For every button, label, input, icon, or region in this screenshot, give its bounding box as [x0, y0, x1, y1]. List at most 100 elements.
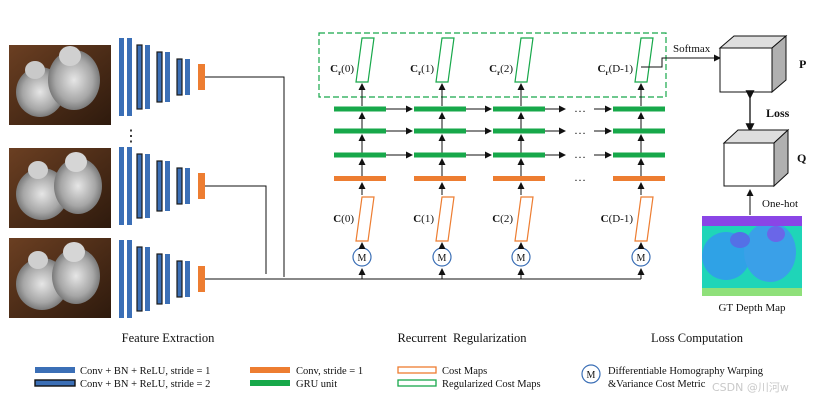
homography-symbol: M — [438, 253, 447, 264]
conv-layer-bar — [127, 38, 132, 116]
legend-homography-symbol: M — [587, 370, 596, 381]
conv-layer-bar — [185, 261, 190, 297]
feature-output-conv — [198, 173, 205, 199]
loss-label: Loss — [766, 106, 790, 120]
conv-unit — [414, 176, 466, 181]
horizontal-ellipsis: … — [574, 101, 586, 115]
feature-net-3 — [119, 240, 205, 318]
conv-layer-bar — [176, 260, 183, 298]
legend-conv-stride1: Conv, stride = 1 — [296, 366, 363, 377]
regularized-cost-label: Cr(0) — [330, 63, 354, 77]
conv-layer-bar — [165, 52, 170, 102]
conv-layer-bar — [176, 58, 183, 96]
conv-unit — [493, 176, 545, 181]
cost-map-label: C(D-1) — [601, 213, 634, 225]
cost-map — [514, 196, 534, 242]
softmax-arrow — [641, 54, 721, 68]
input-image-2 — [9, 148, 111, 228]
conv-layer-bar — [176, 167, 183, 205]
conv-unit — [334, 176, 386, 181]
section-loss-computation: Loss Computation — [651, 331, 744, 345]
conv-layer-bar — [145, 45, 150, 109]
feature-net-2 — [119, 147, 205, 225]
conv-layer-bar — [185, 168, 190, 204]
conv-layer-bar — [136, 246, 143, 312]
legend-homography-icon — [581, 364, 601, 384]
gru-unit — [613, 106, 665, 112]
section-feature-extraction: Feature Extraction — [122, 331, 215, 345]
cost-map-label: C(0) — [333, 213, 354, 225]
gru-unit — [414, 128, 466, 134]
input-image-1 — [9, 45, 111, 125]
gru-unit — [334, 106, 386, 112]
legend: Conv + BN + ReLU, stride = 1 Conv + BN +… — [34, 364, 764, 390]
q-label: Q — [797, 151, 806, 165]
legend-gru-unit: GRU unit — [296, 379, 337, 390]
conv-layer-bar — [165, 161, 170, 211]
legend-swatch-cost-maps — [397, 366, 437, 374]
column-0: M C(0) Cr(0) — [330, 37, 386, 279]
regularized-cost-box — [318, 32, 667, 98]
column-2: MC(2)Cr(2) — [489, 37, 545, 279]
cost-map — [355, 196, 375, 242]
legend-swatch-orange — [250, 367, 290, 373]
conv-layer-bar — [119, 240, 124, 318]
legend-regularized-cost-maps: Regularized Cost Maps — [442, 379, 541, 390]
regularized-cost-label: Cr(D-1) — [598, 63, 634, 77]
conv-unit — [613, 176, 665, 181]
conv-layer-bar — [156, 160, 163, 212]
legend-cost-maps: Cost Maps — [442, 366, 487, 377]
conv-layer-bar — [145, 247, 150, 311]
conv-layer-bar — [127, 240, 132, 318]
legend-swatch-blue — [35, 367, 75, 373]
p-label: P — [799, 57, 806, 71]
onehot-label: One-hot — [762, 198, 798, 210]
legend-conv-bn-relu-1: Conv + BN + ReLU, stride = 1 — [80, 366, 210, 377]
gru-unit — [613, 128, 665, 134]
conv-layer-bar — [156, 253, 163, 305]
conv-layer-bar — [156, 51, 163, 103]
homography-symbol: M — [358, 253, 367, 264]
legend-swatch-blue-outlined — [34, 379, 76, 387]
gru-unit — [613, 152, 665, 158]
legend-swatch-green — [250, 380, 290, 386]
gru-unit — [493, 128, 545, 134]
conv-layer-bar — [136, 153, 143, 219]
conv-layer-bar — [127, 147, 132, 225]
feature-connectors — [205, 76, 641, 280]
legend-dhw-line2: &Variance Cost Metric — [608, 379, 706, 390]
regularized-cost-label: Cr(1) — [410, 63, 434, 77]
homography-symbol: M — [637, 253, 646, 264]
section-recurrent-regularization: Recurrent Regularization — [397, 331, 527, 345]
conv-layer-bar — [136, 44, 143, 110]
regularization-columns: MC(0)Cr(0)MC(1)Cr(1)MC(2)Cr(2)MC(D-1)Cr(… — [330, 37, 665, 279]
horizontal-ellipsis: … — [574, 123, 586, 137]
column-3: M C(D-1) Cr(D-1) — [598, 37, 665, 279]
column-1: M C(1) Cr(1) — [410, 37, 466, 279]
gru-unit — [493, 152, 545, 158]
legend-dhw-line1: Differentiable Homography Warping — [608, 366, 764, 377]
homography-symbol: M — [517, 253, 526, 264]
gru-unit — [493, 106, 545, 112]
vertical-ellipsis: ⋮ — [123, 128, 139, 145]
regularized-cost-map — [634, 37, 654, 83]
horizontal-ellipsis: … — [574, 147, 586, 161]
regularized-cost-map — [355, 37, 375, 83]
cost-map-label: C(1) — [413, 213, 434, 225]
conv-layer-bar — [185, 59, 190, 95]
conv-layer-bar — [165, 254, 170, 304]
conv-layer-bar — [119, 147, 124, 225]
probability-volume-p — [718, 34, 788, 94]
conv-layer-bar — [145, 154, 150, 218]
cost-map — [634, 196, 654, 242]
regularized-cost-label: Cr(2) — [489, 63, 513, 77]
feature-net-1 — [119, 38, 205, 116]
feature-output-conv — [198, 266, 205, 292]
legend-swatch-regularized — [397, 379, 437, 387]
regularized-cost-map — [435, 37, 455, 83]
gt-depth-map — [702, 216, 802, 296]
onehot-volume-q — [722, 128, 790, 188]
cost-map — [435, 196, 455, 242]
gru-unit — [334, 128, 386, 134]
